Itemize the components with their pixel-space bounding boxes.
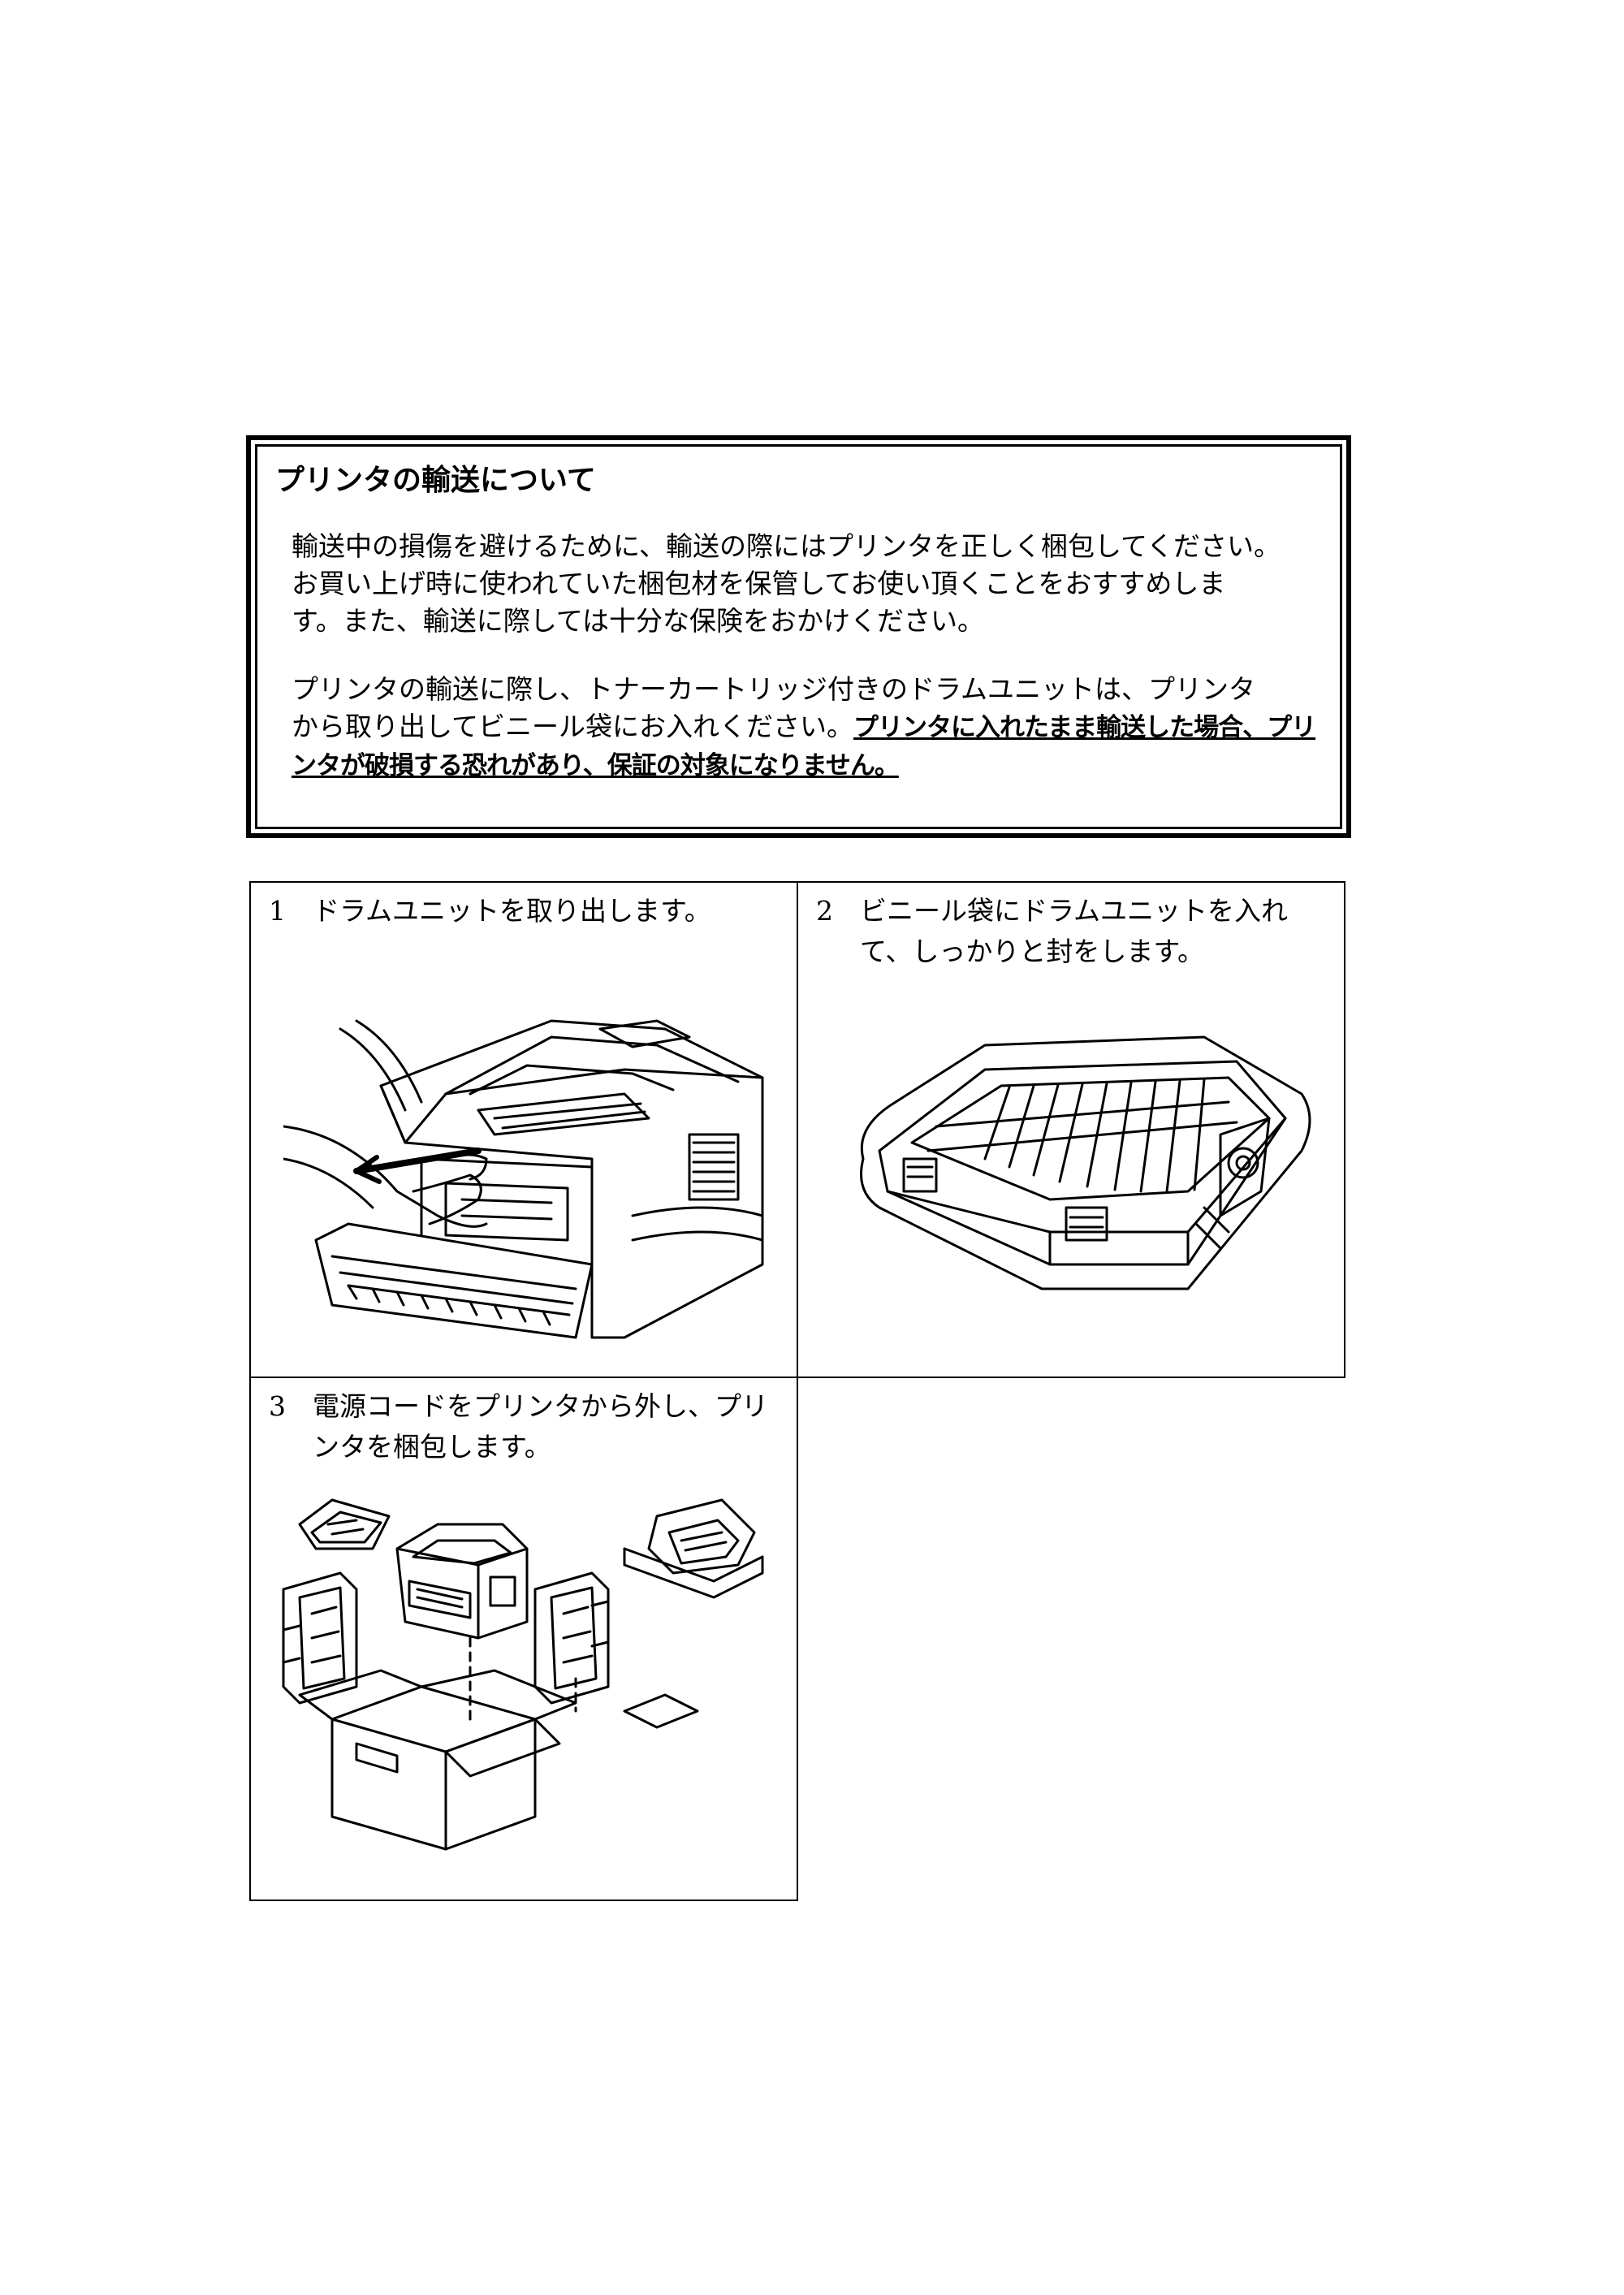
empty-cell <box>797 1377 1345 1900</box>
step-2-cell: 2 ビニール袋にドラムユニットを入れて、しっかりと封をします。 <box>797 881 1345 1378</box>
notice-paragraph-2-line-1: プリンタの輸送に際し、トナーカートリッジ付きのドラムユニットは、プリンタ <box>292 673 1256 705</box>
shipping-notice-box: プリンタの輸送について 輸送中の損傷を避けるために、輸送の際にはプリンタを正しく… <box>246 435 1351 838</box>
step-1-text: ドラムユニットを取り出します。 <box>313 895 711 927</box>
step-2-caption: 2 ビニール袋にドラムユニットを入れて、しっかりと封をします。 <box>816 891 1320 972</box>
packing-steps-table: 1 ドラムユニットを取り出します。 <box>249 881 1345 1901</box>
notice-paragraph-1: 輸送中の損傷を避けるために、輸送の際にはプリンタを正しく梱包してください。 お買… <box>292 528 1347 640</box>
step-2-text: ビニール袋にドラムユニットを入れて、しっかりと封をします。 <box>860 895 1289 967</box>
step-1-cell: 1 ドラムユニットを取り出します。 <box>249 881 798 1378</box>
packing-box-illustration <box>282 1498 764 1851</box>
notice-paragraph-1-line-2: お買い上げ時に使われていた梱包材を保管してお使い頂くことをおすすめしま <box>292 568 1226 599</box>
step-3-text: 電源コードをプリンタから外し、プリンタを梱包します。 <box>313 1390 768 1463</box>
step-3-cell: 3 電源コードをプリンタから外し、プリンタを梱包します。 <box>249 1377 798 1901</box>
notice-title: プリンタの輸送について <box>275 464 596 497</box>
notice-paragraph-2-line-2: から取り出してビニール袋にお入れください。 <box>292 711 854 742</box>
notice-paragraph-1-line-3: す。また、輸送に際しては十分な保険をおかけください。 <box>292 605 985 637</box>
notice-paragraph-2: プリンタの輸送に際し、トナーカートリッジ付きのドラムユニットは、プリンタ から取… <box>292 671 1347 784</box>
step-2-number: 2 <box>816 895 833 927</box>
step-1-caption: 1 ドラムユニットを取り出します。 <box>269 891 772 931</box>
notice-paragraph-1-line-1: 輸送中の損傷を避けるために、輸送の際にはプリンタを正しく梱包してください。 <box>292 530 1281 562</box>
notice-inner-border: プリンタの輸送について 輸送中の損傷を避けるために、輸送の際にはプリンタを正しく… <box>255 444 1342 829</box>
step-1-number: 1 <box>269 895 286 927</box>
printer-drum-removal-illustration <box>283 1019 764 1339</box>
warranty-warning-2: ンタが破損する恐れがあり、保証の対象になりません。 <box>292 751 900 780</box>
warranty-warning-1: プリンタに入れたまま輸送した場合、プリ <box>853 713 1316 742</box>
drum-unit-illustration <box>860 1035 1311 1290</box>
step-3-caption: 3 電源コードをプリンタから外し、プリンタを梱包します。 <box>269 1386 772 1467</box>
step-3-number: 3 <box>269 1390 286 1422</box>
